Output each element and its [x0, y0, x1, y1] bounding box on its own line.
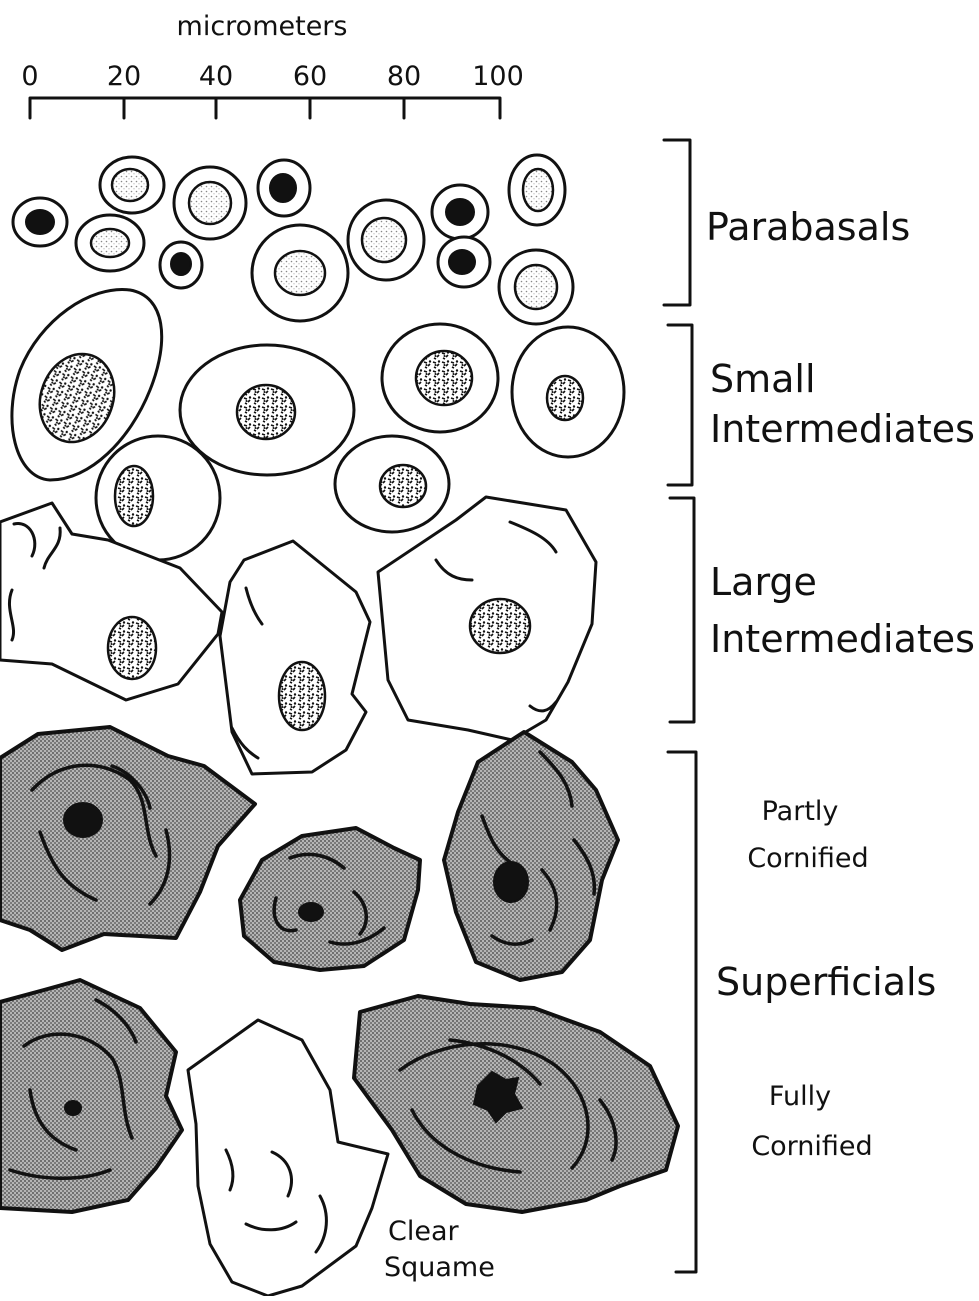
label-clear-squame: Squame — [384, 1252, 495, 1283]
parabasal-cell — [509, 155, 565, 225]
small-intermediate-cell — [382, 324, 498, 432]
small-intermediate-cell — [180, 345, 354, 475]
partly-cornified-cell — [0, 727, 255, 950]
fully-cornified-cell — [0, 980, 182, 1212]
scale-ruler — [30, 98, 500, 118]
scale-tick-label: 60 — [293, 61, 327, 92]
label-partly-cornified: Cornified — [747, 843, 868, 874]
label-large: Large — [710, 560, 817, 604]
label-parabasals: Parabasals — [706, 205, 910, 249]
scale-tick-label: 40 — [199, 61, 233, 92]
bracket-small-intermediates — [668, 325, 692, 485]
parabasal-cell — [258, 160, 310, 216]
fully-cornified-cells — [0, 980, 678, 1296]
parabasal-cell — [76, 215, 144, 271]
label-fully-cornified: Cornified — [751, 1131, 872, 1162]
fully-cornified-cell — [354, 996, 678, 1212]
small-intermediate-cell — [335, 436, 449, 532]
label-superficials: Superficials — [716, 960, 936, 1004]
label-partly: Partly — [762, 796, 839, 827]
label-small-intermediates: Intermediates — [710, 407, 975, 451]
scale-tick-label: 80 — [387, 61, 421, 92]
parabasal-cell — [13, 198, 67, 246]
scale-tick-label: 0 — [21, 61, 38, 92]
parabasal-cell — [348, 200, 424, 280]
label-fully: Fully — [769, 1081, 831, 1112]
parabasal-cell — [160, 242, 202, 288]
parabasal-cell — [432, 185, 488, 239]
large-intermediate-cell — [378, 497, 596, 740]
parabasal-cell — [252, 225, 348, 321]
parabasal-cell — [174, 167, 246, 239]
scale-tick-label: 100 — [472, 61, 524, 92]
parabasal-cell — [499, 250, 573, 324]
parabasal-cell — [438, 237, 490, 287]
scale-bar: micrometers 0 20 40 60 80 100 — [21, 11, 523, 118]
label-large-intermediates: Intermediates — [710, 617, 975, 661]
partly-cornified-cell — [240, 828, 420, 970]
bracket-superficials — [668, 752, 696, 1272]
bracket-large-intermediates — [670, 498, 694, 722]
small-intermediate-cell — [512, 327, 624, 457]
large-intermediate-cell — [220, 541, 370, 774]
partly-cornified-cell — [444, 732, 618, 980]
scale-tick-label: 20 — [107, 61, 141, 92]
label-small: Small — [710, 357, 816, 401]
parabasal-cell — [100, 157, 164, 213]
scale-unit-label: micrometers — [177, 11, 348, 42]
bracket-parabasals — [664, 140, 690, 305]
label-clear: Clear — [388, 1216, 460, 1247]
